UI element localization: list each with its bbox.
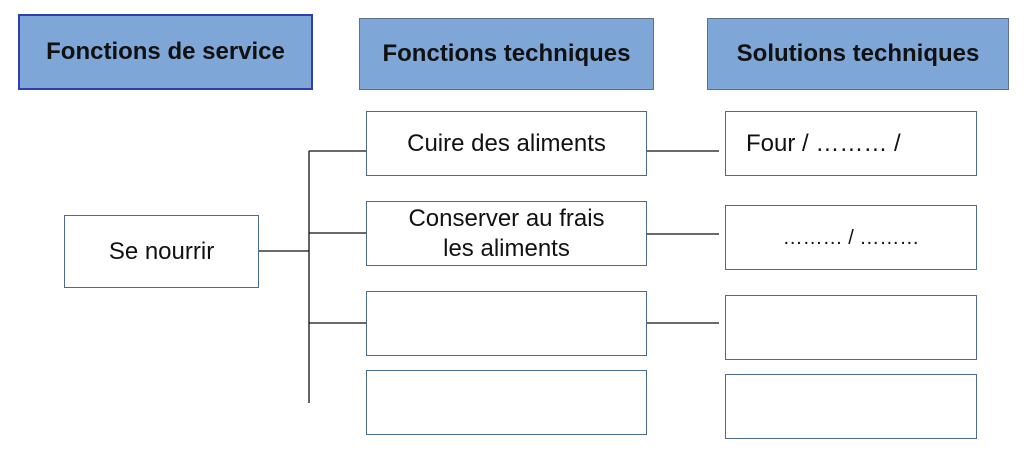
technical-solution-label-1: Four / ……… /: [746, 129, 901, 157]
service-function-label: Se nourrir: [108, 237, 215, 265]
technical-function-label-1: Cuire des aliments: [407, 129, 606, 157]
technical-solution-box-4[interactable]: [725, 374, 977, 439]
technical-solution-label-2: ……… / ………: [782, 226, 920, 249]
technical-solution-box-1[interactable]: Four / ……… /: [725, 111, 977, 176]
technical-function-box-4[interactable]: [366, 370, 647, 435]
service-function-box: Se nourrir: [64, 215, 259, 288]
technical-function-box-1: Cuire des aliments: [366, 111, 647, 176]
technical-function-label-2: Conserver au frais les aliments: [408, 204, 605, 262]
technical-function-box-3[interactable]: [366, 291, 647, 356]
header-solutions-techniques: Solutions techniques: [707, 18, 1009, 90]
header-fonctions-techniques: Fonctions techniques: [359, 18, 654, 90]
technical-solution-box-3[interactable]: [725, 295, 977, 360]
header-fonctions-de-service: Fonctions de service: [18, 14, 313, 90]
technical-solution-box-2[interactable]: ……… / ………: [725, 205, 977, 270]
technical-function-box-2: Conserver au frais les aliments: [366, 201, 647, 266]
